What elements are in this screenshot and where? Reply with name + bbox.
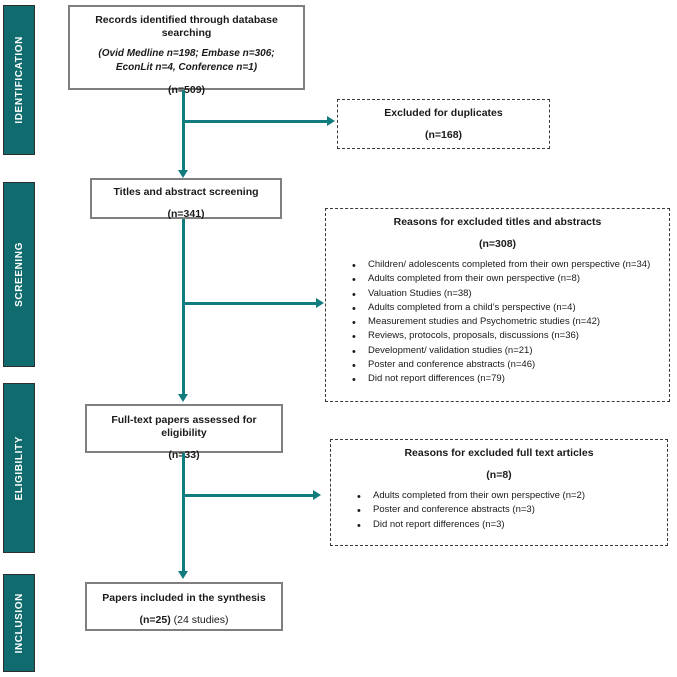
stage-identification: IDENTIFICATION <box>3 5 35 155</box>
duplicates-excluded-count: (n=168) <box>424 129 463 142</box>
records-identified-sources: (Ovid Medline n=198; Embase n=306; EconL… <box>98 48 275 74</box>
included-papers-count-suffix: (24 studies) <box>173 614 229 627</box>
stage-screening: SCREENING <box>3 182 35 367</box>
arrow-to-ta-exclusions-line <box>183 302 316 305</box>
arrow-to-duplicates-head <box>327 116 335 126</box>
full-text-exclusions-box: Reasons for excluded full text articles … <box>330 439 668 546</box>
full-text-exclusion-reasons: Adults completed from their own perspect… <box>331 489 667 535</box>
included-papers-box: Papers included in the synthesis (n=25) … <box>85 582 283 631</box>
arrow-records-to-screening-head <box>178 170 188 178</box>
arrow-records-to-screening-line <box>182 90 185 172</box>
title-abstract-exclusions-title: Reasons for excluded titles and abstract… <box>393 216 602 228</box>
exclusion-reason-item: Reviews, protocols, proposals, discussio… <box>352 329 661 346</box>
full-text-assessed-box: Full-text papers assessed for eligibilit… <box>85 404 283 461</box>
arrow-to-ft-exclusions-head <box>313 490 321 500</box>
included-papers-count: (n=25) <box>139 614 171 627</box>
duplicates-excluded-title: Excluded for duplicates <box>384 107 503 119</box>
arrow-to-ft-exclusions-line <box>183 494 313 497</box>
exclusion-reason-item: Development/ validation studies (n=21) <box>352 344 661 361</box>
exclusion-reason-item: Did not report differences (n=79) <box>352 372 661 389</box>
arrow-screening-to-fulltext-line <box>182 219 185 395</box>
exclusion-reason-item: Valuation Studies (n=38) <box>352 287 661 304</box>
records-identified-count: (n=509) <box>167 84 206 97</box>
title-abstract-exclusions-count: (n=308) <box>478 238 517 251</box>
exclusion-reason-item: Measurement studies and Psychometric stu… <box>352 315 661 332</box>
title-abstract-exclusion-reasons: Children/ adolescents completed from the… <box>326 258 669 389</box>
arrow-fulltext-to-included-line <box>182 453 185 572</box>
full-text-exclusions-count: (n=8) <box>486 469 512 482</box>
exclusion-reason-item: Poster and conference abstracts (n=46) <box>352 358 661 375</box>
arrow-screening-to-fulltext-head <box>178 394 188 402</box>
title-abstract-screening-box: Titles and abstract screening (n=341) <box>90 178 282 221</box>
included-papers-title: Papers included in the synthesis <box>102 592 266 604</box>
exclusion-reason-item: Poster and conference abstracts (n=3) <box>357 503 659 520</box>
stage-eligibility-label: ELIGIBILITY <box>13 435 25 501</box>
arrow-to-duplicates-line <box>183 120 327 123</box>
arrow-to-ta-exclusions-head <box>316 298 324 308</box>
stage-inclusion-label: INCLUSION <box>13 592 25 654</box>
full-text-exclusions-title: Reasons for excluded full text articles <box>404 447 594 459</box>
exclusion-reason-item: Adults completed from a child’s perspect… <box>352 301 661 318</box>
stage-inclusion: INCLUSION <box>3 574 35 672</box>
arrow-fulltext-to-included-head <box>178 571 188 579</box>
title-abstract-exclusions-box: Reasons for excluded titles and abstract… <box>325 208 670 402</box>
records-identified-box: Records identified through database sear… <box>68 5 305 96</box>
stage-identification-label: IDENTIFICATION <box>13 36 25 124</box>
duplicates-excluded-box: Excluded for duplicates (n=168) <box>337 99 550 149</box>
exclusion-reason-item: Adults completed from their own perspect… <box>352 272 661 289</box>
exclusion-reason-item: Did not report differences (n=3) <box>357 518 659 535</box>
stage-screening-label: SCREENING <box>13 242 25 307</box>
exclusion-reason-item: Adults completed from their own perspect… <box>357 489 659 506</box>
full-text-assessed-title: Full-text papers assessed for eligibilit… <box>111 414 257 440</box>
included-papers-count-line: (n=25) (24 studies) <box>87 614 281 626</box>
exclusion-reason-item: Children/ adolescents completed from the… <box>352 258 661 275</box>
records-identified-title: Records identified through database sear… <box>95 14 278 40</box>
title-abstract-screening-title: Titles and abstract screening <box>113 186 259 198</box>
stage-eligibility: ELIGIBILITY <box>3 383 35 553</box>
title-abstract-screening-count: (n=341) <box>167 208 205 221</box>
